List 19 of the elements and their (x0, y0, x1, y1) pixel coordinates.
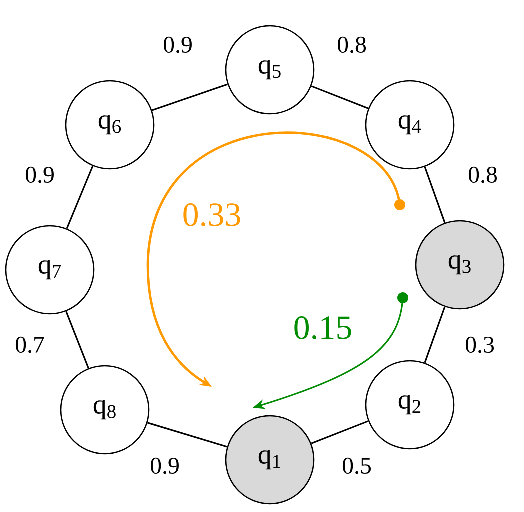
edge-label: 0.8 (467, 166, 499, 184)
arrow (146, 132, 406, 387)
edge-label: 0.7 (14, 336, 46, 354)
connector-line (148, 422, 228, 448)
connector-line (311, 420, 369, 444)
connector-line (66, 311, 90, 369)
connector-line (424, 166, 446, 224)
connector-line (66, 166, 94, 230)
edge-label: 0.8 (336, 36, 368, 54)
edge-label: 0.5 (341, 456, 373, 476)
edge-label: 0.9 (149, 456, 181, 476)
connector-line (424, 306, 446, 364)
edge-label: 0.33 (181, 202, 243, 228)
edge-label: 0.9 (24, 166, 56, 184)
edge-label: 0.9 (162, 36, 194, 54)
connector-line (152, 84, 228, 112)
edge-label: 0.3 (464, 336, 496, 354)
connector-line (311, 86, 369, 110)
edge-label: 0.15 (292, 316, 354, 340)
